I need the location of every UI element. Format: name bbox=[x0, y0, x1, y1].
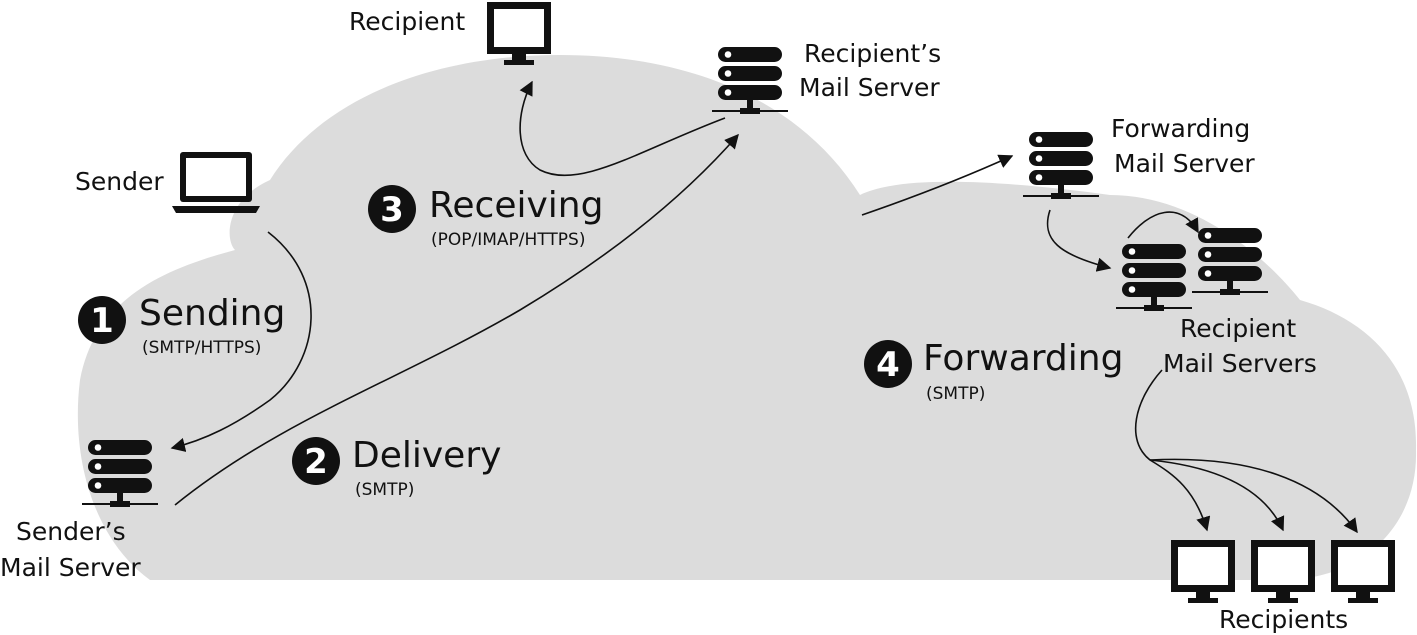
step-subtitle: (POP/IMAP/HTTPS) bbox=[431, 230, 585, 250]
step-number: 4 bbox=[876, 345, 900, 385]
recipients-mail-server-label-line1: Recipient’s bbox=[804, 39, 941, 68]
recipients-mail-server-label-line2: Mail Server bbox=[799, 73, 940, 102]
flow-arrows bbox=[170, 80, 1358, 534]
step-number-badge bbox=[292, 437, 340, 485]
monitor-icon bbox=[1251, 540, 1315, 603]
step-number: 2 bbox=[304, 442, 328, 482]
arrow-receiving bbox=[519, 80, 726, 177]
step-subtitle: (SMTP) bbox=[926, 384, 985, 404]
step-title: Forwarding bbox=[923, 338, 1123, 379]
step-title: Delivery bbox=[352, 435, 501, 476]
recipient-mail-servers-label-line1: Recipient bbox=[1180, 314, 1296, 343]
laptop-icon bbox=[172, 152, 260, 213]
senders-mail-server-label-line1: Sender’s bbox=[16, 517, 126, 546]
step-receiving: 3 Receiving (POP/IMAP/HTTPS) bbox=[368, 185, 603, 250]
step-title: Sending bbox=[139, 293, 285, 334]
recipients-label: Recipients bbox=[1219, 605, 1348, 634]
monitor-icon bbox=[1331, 540, 1395, 603]
step-delivery: 2 Delivery (SMTP) bbox=[292, 435, 501, 500]
step-subtitle: (SMTP/HTTPS) bbox=[142, 338, 261, 358]
recipient-mail-servers-label-line2: Mail Servers bbox=[1163, 349, 1317, 378]
forwarding-mail-server-label-line2: Mail Server bbox=[1114, 149, 1255, 178]
step-number-badge bbox=[368, 185, 416, 233]
arrow-recipient-1 bbox=[1134, 369, 1211, 532]
step-forwarding: 4 Forwarding (SMTP) bbox=[864, 338, 1123, 404]
step-subtitle: (SMTP) bbox=[355, 480, 414, 500]
step-number: 3 bbox=[380, 190, 404, 230]
arrow-forward-split-1 bbox=[1127, 211, 1199, 239]
step-sending: 1 Sending (SMTP/HTTPS) bbox=[78, 293, 285, 358]
arrow-sending bbox=[170, 231, 312, 452]
arrow-forwarding bbox=[861, 154, 1014, 216]
step-number-badge bbox=[78, 296, 126, 344]
sender-label: Sender bbox=[75, 167, 164, 196]
step-number-badge bbox=[864, 340, 912, 388]
step-number: 1 bbox=[90, 301, 114, 341]
arrow-delivery bbox=[174, 133, 739, 506]
arrow-forward-split-2 bbox=[1046, 209, 1112, 272]
cloud-shape bbox=[77, 55, 1417, 580]
senders-mail-server-label-line2: Mail Server bbox=[0, 553, 141, 582]
forwarding-mail-server-label-line1: Forwarding bbox=[1111, 114, 1250, 143]
step-title: Receiving bbox=[429, 185, 603, 226]
monitor-icon bbox=[1171, 540, 1235, 603]
arrow-recipient-3 bbox=[1149, 458, 1358, 534]
recipient-label: Recipient bbox=[349, 7, 465, 36]
arrow-recipient-2 bbox=[1149, 459, 1285, 532]
